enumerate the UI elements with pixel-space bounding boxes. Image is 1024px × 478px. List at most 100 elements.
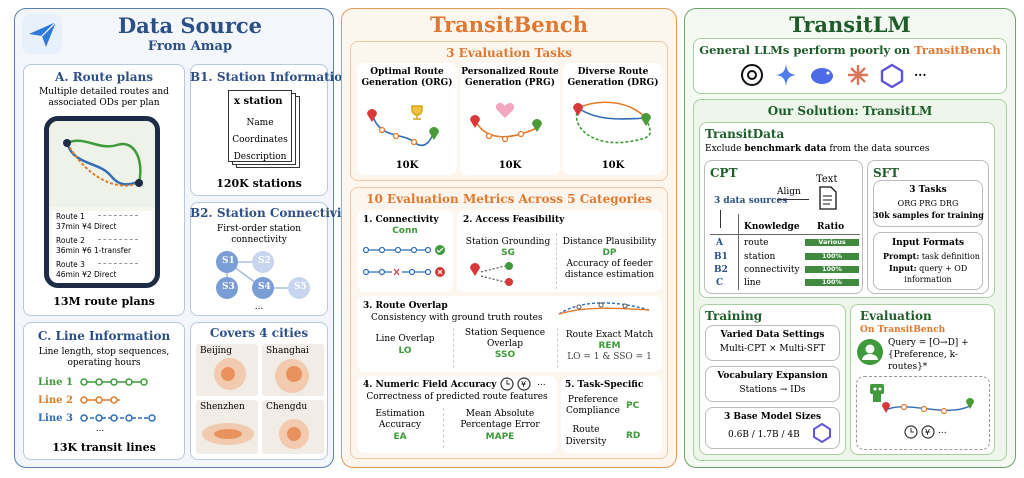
route-plans-count: 13M route plans xyxy=(53,295,155,308)
general-llm-card xyxy=(693,38,1007,94)
evaluation-query-2: {Preference, k- xyxy=(888,350,958,360)
training-s3-desc: 0.6B / 1.7B / 4B xyxy=(728,430,800,440)
task-prg-line2: Generation (PRG) xyxy=(465,78,555,88)
training-s3-title: 3 Base Model Sizes xyxy=(723,412,822,422)
robot-icon xyxy=(870,384,884,402)
metric-dp-code: DP xyxy=(602,248,617,258)
cpt-sources: 3 data sources xyxy=(714,196,788,206)
data-source-title: Data Source xyxy=(117,13,263,38)
qwen-logo-icon xyxy=(813,423,831,443)
city-beijing: Beijing xyxy=(200,346,233,356)
metric-dp-desc: Accuracy of feeder xyxy=(566,259,653,269)
sft-tasks: 3 Tasks xyxy=(909,185,947,195)
metric-mape-label-2: Percentage Error xyxy=(460,420,540,430)
cpt-col-ratio: Ratio xyxy=(817,222,845,232)
metric-divider xyxy=(443,408,444,448)
openai-logo-icon xyxy=(741,64,763,86)
training-s2-desc: Stations → IDs xyxy=(739,385,806,395)
cpt-row-b2-knowledge: connectivity xyxy=(744,265,800,275)
solution-title: Our Solution: TransitLM xyxy=(767,104,933,118)
route-1-segments xyxy=(98,215,138,221)
cpt-text: Text xyxy=(816,174,838,185)
line-info-desc: Line length, stop sequences, xyxy=(38,347,170,357)
training-title: Training xyxy=(705,309,763,323)
cpt-row-b1-key: B1 xyxy=(714,252,728,262)
metric-sso-label: Station Sequence xyxy=(464,328,546,338)
metric-mape-code: MAPE xyxy=(485,432,515,442)
metric-access-title: 2. Access Feasibility xyxy=(463,215,565,225)
metric-rem-code: REM xyxy=(598,341,621,351)
logos-more: ... xyxy=(914,65,927,79)
task-drg-line1: Diverse Route xyxy=(577,67,649,77)
align-arrow-icon xyxy=(777,199,809,200)
evaluation-icons-more: ... xyxy=(938,426,947,436)
node-s4: S4 xyxy=(258,282,271,292)
metric-numeric-card xyxy=(357,376,557,453)
station-conn-title: B2. Station Connectivity xyxy=(190,206,354,220)
city-map-chengdu xyxy=(262,400,324,454)
overlap-illustration xyxy=(558,302,650,315)
station-conn-desc-2: connectivity xyxy=(231,235,287,245)
sub-bold: benchmark data xyxy=(744,144,827,154)
metric-numeric-desc: Correctness of predicted route features xyxy=(366,392,548,402)
metric-overlap-title: 3. Route Overlap xyxy=(363,301,448,311)
sft-tasks-box xyxy=(873,180,983,227)
metric-connectivity-title: 1. Connectivity xyxy=(363,215,439,225)
sft-title: SFT xyxy=(873,166,900,180)
cpt-row-c-knowledge: line xyxy=(744,278,761,288)
training-s2-title: Vocabulary Expansion xyxy=(717,371,828,381)
route-2-info: 36min ¥6 1-transfer xyxy=(56,246,132,255)
task-prg-count: 10K xyxy=(498,160,522,171)
city-map-shenzhen xyxy=(196,400,258,454)
metric-ea-code: EA xyxy=(393,432,407,442)
metric-ea-label: Estimation xyxy=(375,409,425,419)
line-info-more: ... xyxy=(95,424,105,434)
doc-field-coordinates: Coordinates xyxy=(232,135,288,145)
clock-yen-icon: ¥ xyxy=(904,425,935,439)
metric-sso-code: SSO xyxy=(494,350,516,360)
transitdata-title: TransitData xyxy=(705,127,785,141)
user-icon xyxy=(857,339,883,365)
cpt-align: Align xyxy=(777,187,801,197)
task-org-count: 10K xyxy=(395,160,419,171)
task-drg-line2: Generation (DRG) xyxy=(567,78,659,88)
training-setting-3 xyxy=(705,407,840,449)
document-stack-icon xyxy=(228,90,302,170)
metric-numeric-title: 4. Numeric Field Accuracy xyxy=(363,380,497,390)
station-graph xyxy=(216,251,310,299)
line-count: 13K transit lines xyxy=(52,441,156,454)
station-info-title: B1. Station Information xyxy=(190,70,351,84)
cpt-col-knowledge: Knowledge xyxy=(744,222,800,232)
route-plans-title: A. Route plans xyxy=(55,70,153,84)
line-2-label: Line 2 xyxy=(38,395,73,406)
metric-sso-label-2: Overlap xyxy=(486,339,524,349)
table-rule-vertical xyxy=(738,214,739,290)
task-drg-count: 10K xyxy=(601,160,625,171)
station-conn-more: ... xyxy=(254,302,264,312)
transitbench-title: TransitBench xyxy=(430,12,588,37)
task-org-line1: Optimal Route xyxy=(370,67,444,77)
svg-text:¥: ¥ xyxy=(521,380,526,389)
transitdata-sub: Exclude benchmark data from the data sou… xyxy=(705,144,929,154)
node-s5: S5 xyxy=(294,282,307,292)
route-1-name: Route 1 xyxy=(56,212,85,221)
metric-lo-label: Line Overlap xyxy=(375,334,435,344)
transitlm-title: TransitLM xyxy=(789,12,911,37)
route-plans-desc-2: associated ODs per plan xyxy=(48,98,160,108)
city-map-shanghai xyxy=(262,344,324,396)
metric-sg-label: Station Grounding xyxy=(465,237,551,247)
training-s1-desc: Multi-CPT × Multi-SFT xyxy=(719,344,826,354)
metric-rem-desc: LO = 1 & SSO = 1 xyxy=(567,352,652,362)
evaluation-sub: On TransitBench xyxy=(860,325,946,335)
task-prg-line1: Personalized Route xyxy=(461,67,559,77)
metrics-title: 10 Evaluation Metrics Across 5 Categorie… xyxy=(366,192,652,206)
metric-task-card xyxy=(561,376,662,453)
sft-prompt: Prompt: task definition xyxy=(883,251,980,261)
doc-field-description: Description xyxy=(233,152,287,162)
robot-route-illustration xyxy=(870,384,974,415)
doc-field-name: Name xyxy=(246,118,274,128)
metric-divider xyxy=(453,328,454,368)
cpt-row-a-knowledge: route xyxy=(744,238,769,248)
general-llm-em: TransitBench xyxy=(914,43,1001,57)
metric-mape-label: Mean Absolute xyxy=(465,409,535,419)
